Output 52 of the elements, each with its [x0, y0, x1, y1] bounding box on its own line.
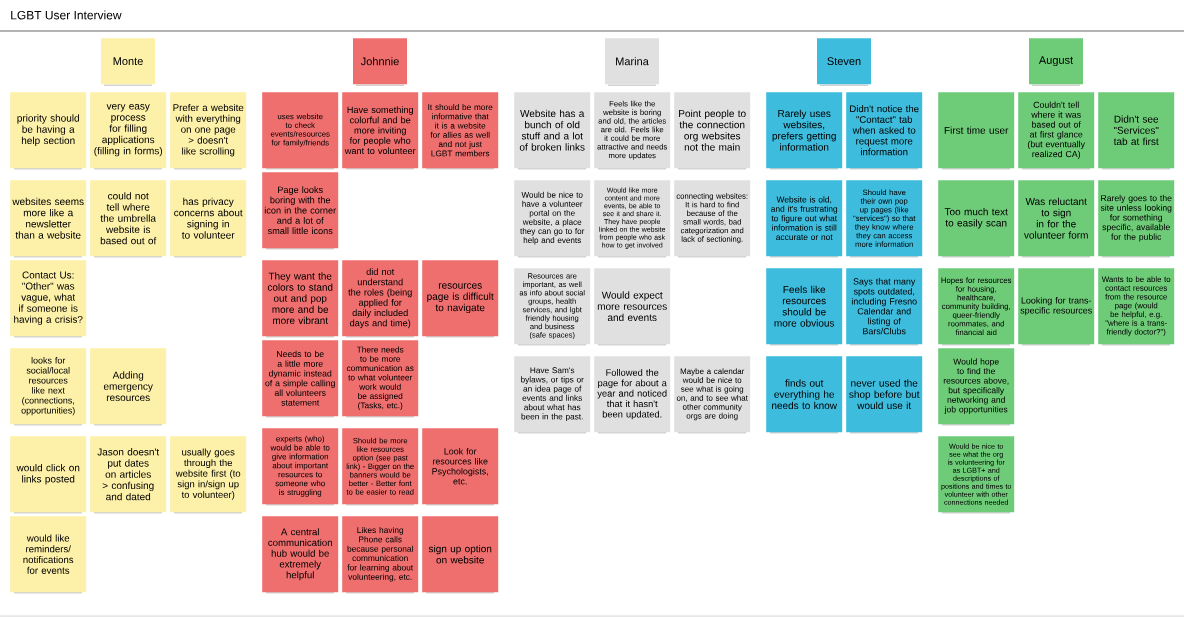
sticky-note: Rarely uses websites, prefers getting information	[766, 92, 843, 170]
sticky-note: Too much text to easily scan	[938, 180, 1015, 258]
sticky-note: looks for social/local resources like next (connections, opportunities)	[10, 348, 87, 426]
sticky-note: Have Sam's bylaws, or tips or an idea page of events and links about what has been in the past.	[514, 356, 591, 434]
sticky-note: finds out everything he needs to know	[766, 356, 843, 434]
sticky-note: Was reluctant to sign in for the volunteer form	[1018, 180, 1095, 258]
sticky-note: priority should be having a help section	[10, 92, 87, 170]
sticky-note: It should be more informative that it is a website for allies as well and not just LGBT members	[422, 92, 499, 170]
sticky-note: Would hope to find the resources above, but specifically networking and job opportunities	[938, 348, 1015, 426]
sticky-note: They want the colors to stand out and pop more and be more vibrant	[262, 260, 339, 338]
sticky-note: Would expect more resources and events	[594, 268, 671, 346]
sticky-note: has privacy concerns about signing in to volunteer	[170, 180, 247, 258]
sticky-note: did not understand the roles (being applied for daily included days and time)	[342, 260, 419, 338]
sticky-note: very easy process for filling applications (filling in forms)	[90, 92, 167, 170]
name-note: Marina	[605, 38, 659, 86]
sticky-note: Page looks boring with the icon in the corner and a lot of small little icons	[262, 172, 339, 250]
sticky-note: Website is old, and it's frustrating to figure out what information is still accurate or not	[766, 180, 843, 258]
sticky-note: resources page is difficult to navigate	[422, 260, 499, 338]
sticky-note: First time user	[938, 92, 1015, 170]
name-note: Monte	[101, 38, 155, 86]
sticky-note: could not tell where the umbrella website is based out of	[90, 180, 167, 258]
sticky-note: Says that many spots outdated, including Fresno Calendar and listing of Bars/Clubs	[846, 268, 923, 346]
sticky-note: Prefer a website with everything on one page > doesn't like scrolling	[170, 92, 247, 170]
sticky-note: Looking for trans-specific resources	[1018, 268, 1095, 346]
sticky-note: Feels like resources should be more obvious	[766, 268, 843, 346]
sticky-note: Contact Us: "Other" was vague, what if someone is having a crisis?	[10, 260, 87, 338]
sticky-note: Likes having Phone calls because personal communication for learning about volunteering, etc.	[342, 516, 419, 594]
sticky-note: Didn't notice the "Contact" tab when asked to request more information	[846, 92, 923, 170]
sticky-note: Look for resources like Psychologists, etc.	[422, 428, 499, 506]
sticky-note: Rarely goes to the site unless looking for something specific, available for the public	[1098, 180, 1175, 258]
sticky-note: Would be nice to have a volunteer portal on the website, a place they can go to for help and events	[514, 180, 591, 258]
sticky-note: There needs to be more communication as to what volunteer work would be assigned (Tasks, etc.)	[342, 340, 419, 418]
sticky-note: Point people to the connection org websites not the main	[674, 92, 751, 170]
name-note: Steven	[817, 38, 871, 86]
sticky-note: Have something colorful and be more inviting for people who want to volunteer	[342, 92, 419, 170]
sticky-note: Website has a bunch of old stuff and a lot of broken links	[514, 92, 591, 170]
sticky-note: websites seems more like a newsletter than a website	[10, 180, 87, 258]
sticky-note: Needs to be a little more dynamic instead of a simple calling all volunteers statement	[262, 340, 339, 418]
sticky-note: would click on links posted	[10, 436, 87, 514]
sticky-note: usually goes through the website first (to sign in/sign up to volunteer)	[170, 436, 247, 514]
sticky-note: sign up option on website	[422, 516, 499, 594]
name-note: Johnnie	[353, 38, 407, 86]
sticky-note: Followed the page for about a year and noticed that it hasn't been updated.	[594, 356, 671, 434]
name-note: August	[1029, 38, 1083, 86]
sticky-note: A central communication hub would be extremely helpful	[262, 516, 339, 594]
sticky-note: would like reminders/ notifications for events	[10, 516, 87, 594]
title: LGBT User Interview	[11, 10, 122, 20]
sticky-note: Adding emergency resources	[90, 348, 167, 426]
sticky-note: never used the shop before but would use it	[846, 356, 923, 434]
sticky-note: Didn't see "Services" tab at first	[1098, 92, 1175, 170]
sticky-note: Couldn't tell where it was based out of at first glance (but eventually realized CA)	[1018, 92, 1095, 170]
sticky-note: Jason doesn't put dates on articles > confusing and dated	[90, 436, 167, 514]
